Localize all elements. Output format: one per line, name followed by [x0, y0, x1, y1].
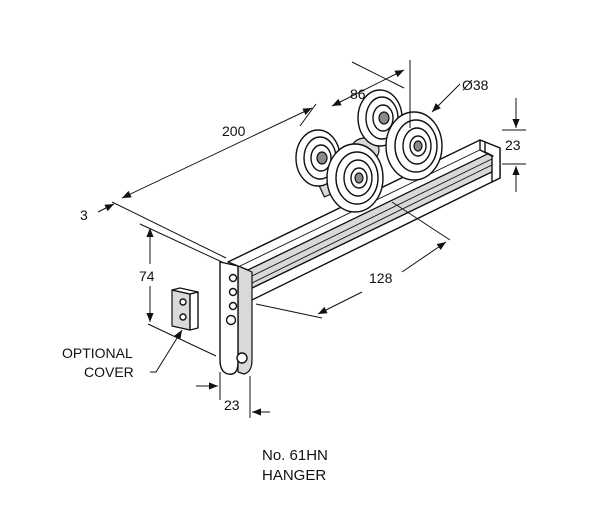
hanger-bracket	[219, 261, 253, 375]
bracket-hole-4	[225, 314, 237, 326]
optional-cover-label-line1: OPTIONAL	[62, 345, 133, 361]
dimension-wheel-spacing: 86	[331, 60, 411, 128]
optional-cover-part	[171, 287, 199, 331]
wheel-front-right	[385, 111, 443, 181]
bracket-hole-3	[228, 301, 238, 311]
wheel-front-left	[326, 143, 384, 213]
dimension-bracket-height: 74	[139, 223, 223, 357]
optional-cover-label-line2: COVER	[84, 364, 134, 380]
dim-diameter-label: Ø38	[462, 77, 489, 93]
dim-23-bracket-label: 23	[224, 397, 240, 413]
drawing-caption: No. 61HN HANGER	[262, 447, 328, 484]
dimension-overall-length: 200	[111, 103, 317, 259]
bracket-hole-5	[236, 352, 248, 364]
bracket-hole-2	[228, 287, 238, 297]
bracket-hole-1	[228, 273, 238, 283]
dimension-offset: 3	[80, 203, 115, 223]
caption-model: No. 61HN	[262, 447, 328, 464]
dim-86-label: 86	[350, 86, 366, 102]
dim-23-track-label: 23	[505, 137, 521, 153]
dim-3-label: 3	[80, 207, 88, 223]
dim-74-label: 74	[139, 268, 155, 284]
dimension-bracket-to-wheel: 128	[255, 201, 451, 319]
dimension-bracket-width: 23	[196, 372, 270, 418]
dimension-track-height: 23	[502, 98, 526, 192]
dimension-wheel-diameter: Ø38	[431, 77, 489, 113]
optional-cover-callout: OPTIONAL COVER	[62, 329, 183, 380]
caption-name: HANGER	[262, 467, 326, 484]
dim-200-label: 200	[222, 123, 246, 139]
dim-128-label: 128	[369, 270, 393, 286]
